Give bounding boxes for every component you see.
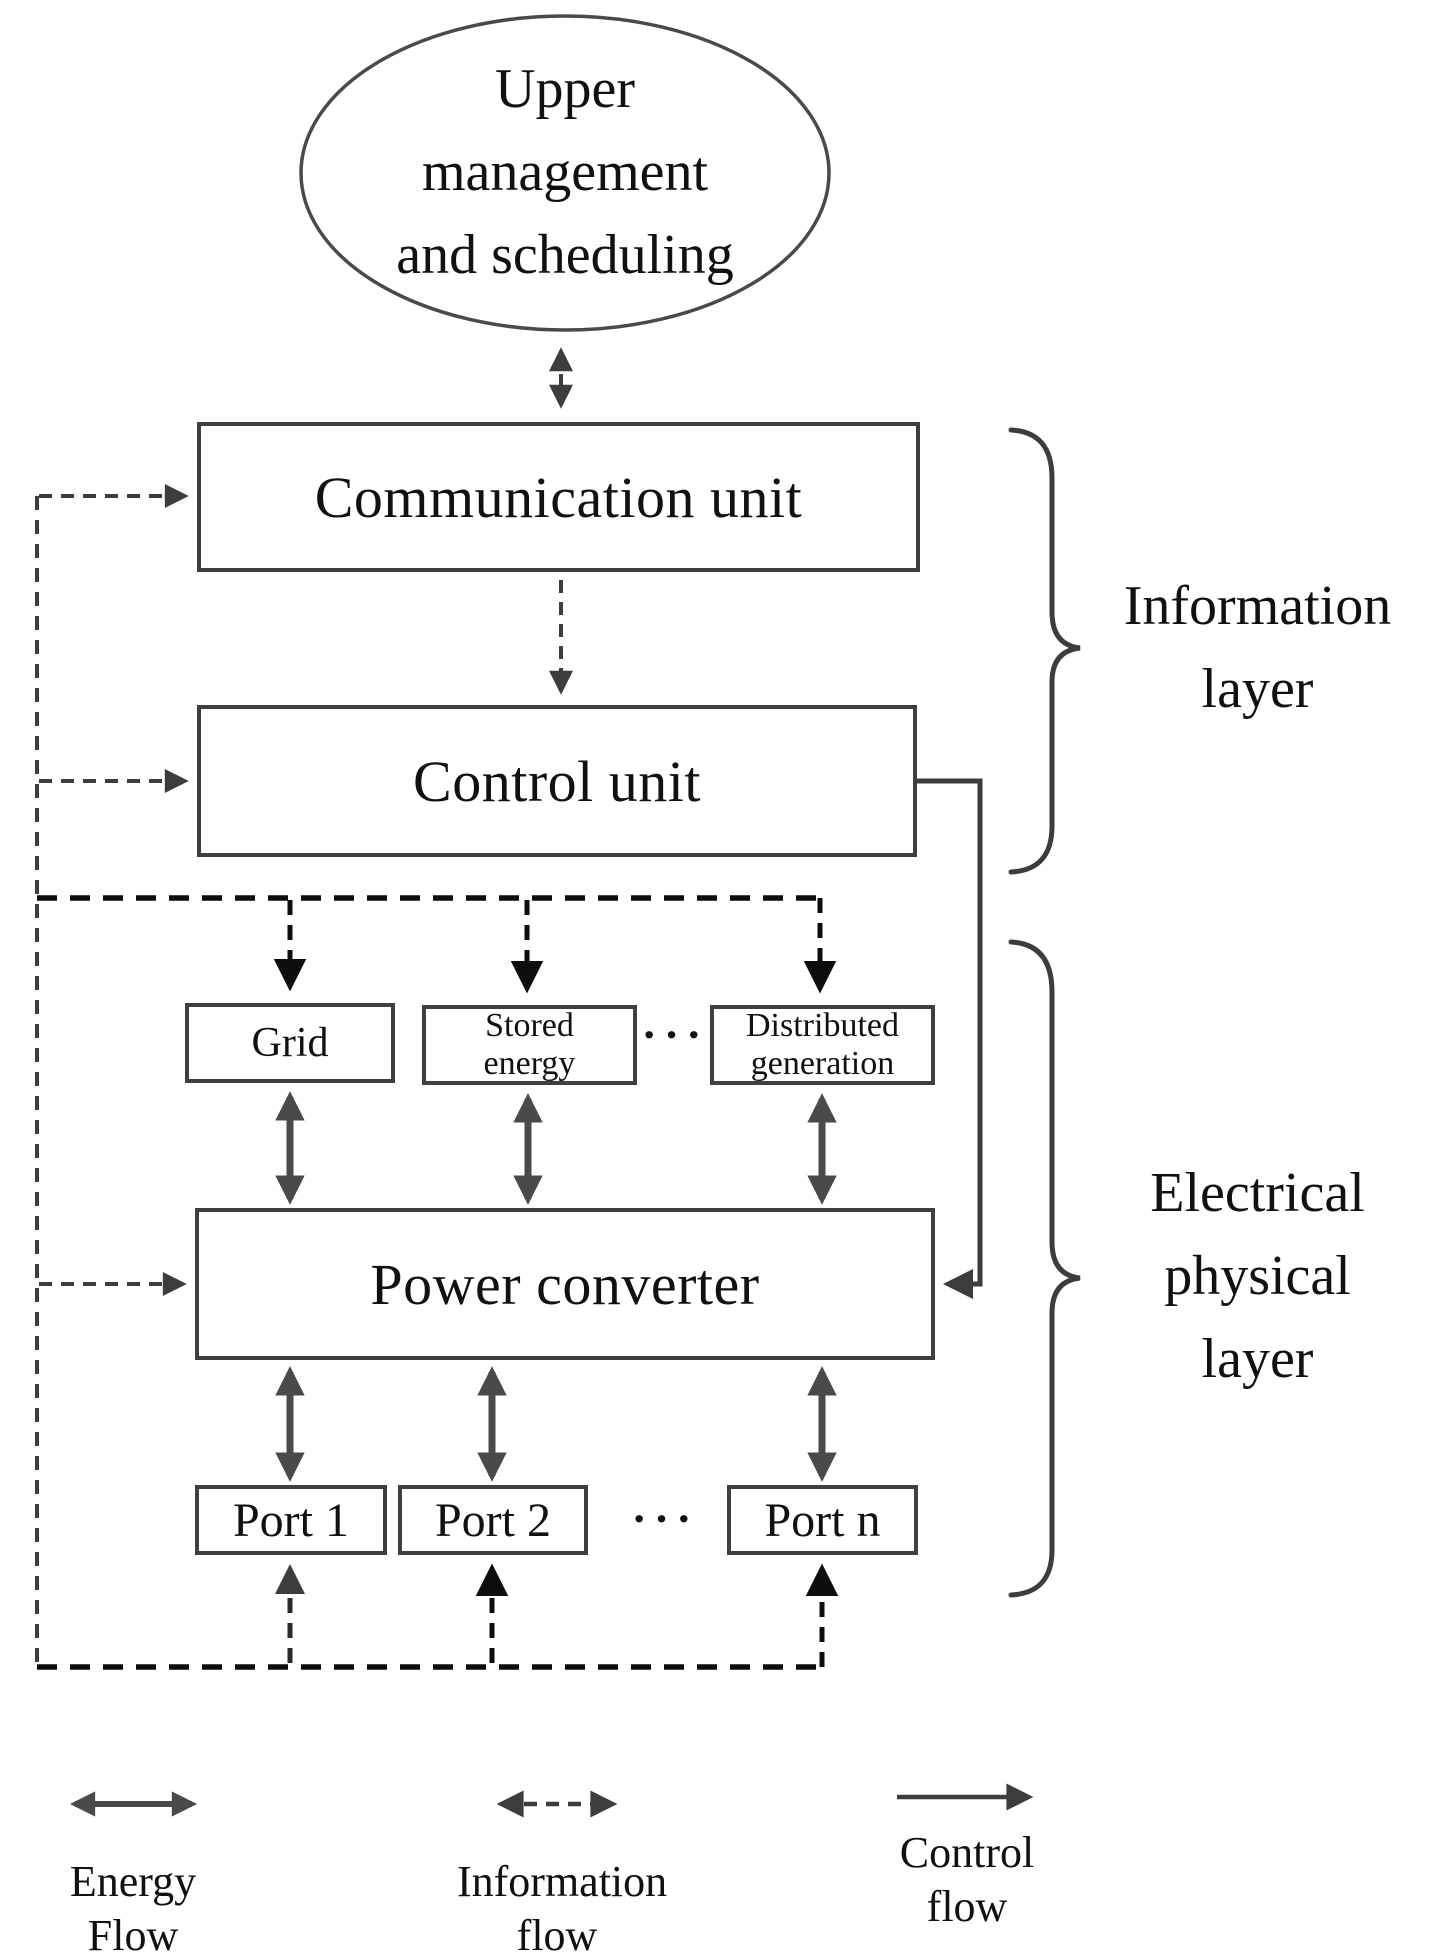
energy-flow-legend-label: Energy Flow bbox=[33, 1855, 233, 1957]
upper-management-line2: management bbox=[421, 140, 709, 203]
control-flow-legend-label: Control flow bbox=[867, 1826, 1067, 1934]
energy-flow-line1: Energy bbox=[69, 1857, 197, 1906]
electrical-layer-brace bbox=[1008, 939, 1081, 1598]
stored-line1: Stored bbox=[485, 1006, 574, 1044]
electrical-layer-line1: Electrical bbox=[1150, 1162, 1365, 1224]
distributed-generation-box: Distributed generation bbox=[710, 1005, 935, 1085]
upper-management-ellipse bbox=[299, 14, 831, 332]
information-flow-line2: flow bbox=[516, 1911, 598, 1957]
port-1-box: Port 1 bbox=[195, 1485, 387, 1555]
stored-energy-label: Stored energy bbox=[484, 1007, 576, 1083]
distributed-generation-label: Distributed generation bbox=[746, 1007, 899, 1083]
electrical-layer-line2: physical bbox=[1164, 1244, 1351, 1307]
port-2-label: Port 2 bbox=[434, 1493, 551, 1547]
stored-energy-box: Stored energy bbox=[422, 1005, 637, 1085]
upper-management-line3: and scheduling bbox=[396, 223, 734, 286]
information-layer-line1: Information bbox=[1123, 575, 1392, 637]
stored-line2: energy bbox=[483, 1045, 576, 1082]
control-unit-box: Control unit bbox=[197, 705, 917, 857]
port-n-box: Port n bbox=[727, 1485, 918, 1555]
information-flow-legend-label: Information flow bbox=[457, 1855, 668, 1957]
port-2-box: Port 2 bbox=[398, 1485, 588, 1555]
distributed-line2: generation bbox=[750, 1045, 895, 1082]
power-converter-box: Power converter bbox=[195, 1208, 935, 1360]
electrical-layer-label: Electrical physical layer bbox=[1085, 1152, 1430, 1401]
control-flow-line2: flow bbox=[926, 1882, 1008, 1931]
information-flow-line1: Information bbox=[457, 1857, 668, 1906]
upper-management-line1: Upper bbox=[495, 58, 635, 120]
electrical-layer-line3: layer bbox=[1201, 1327, 1314, 1390]
grid-label: Grid bbox=[251, 1020, 329, 1066]
control-flow-line1: Control bbox=[899, 1828, 1035, 1877]
power-converter-label: Power converter bbox=[370, 1251, 760, 1317]
port-n-label: Port n bbox=[764, 1493, 881, 1547]
communication-unit-label: Communication unit bbox=[314, 464, 803, 530]
energy-flow-line2: Flow bbox=[87, 1911, 179, 1957]
control-flow-line bbox=[917, 778, 983, 1299]
information-layer-brace bbox=[1008, 427, 1081, 875]
distributed-line1: Distributed bbox=[746, 1006, 899, 1044]
grid-box: Grid bbox=[185, 1003, 395, 1083]
information-layer-line2: layer bbox=[1201, 657, 1314, 720]
communication-unit-box: Communication unit bbox=[197, 422, 920, 572]
port-1-label: Port 1 bbox=[232, 1493, 349, 1547]
ports-ellipsis: ··· bbox=[631, 1493, 699, 1544]
control-unit-label: Control unit bbox=[413, 748, 701, 814]
sources-ellipsis: ··· bbox=[641, 1009, 709, 1060]
information-layer-label: Information layer bbox=[1085, 565, 1430, 731]
upper-management-label: Upper management and scheduling bbox=[340, 48, 790, 297]
